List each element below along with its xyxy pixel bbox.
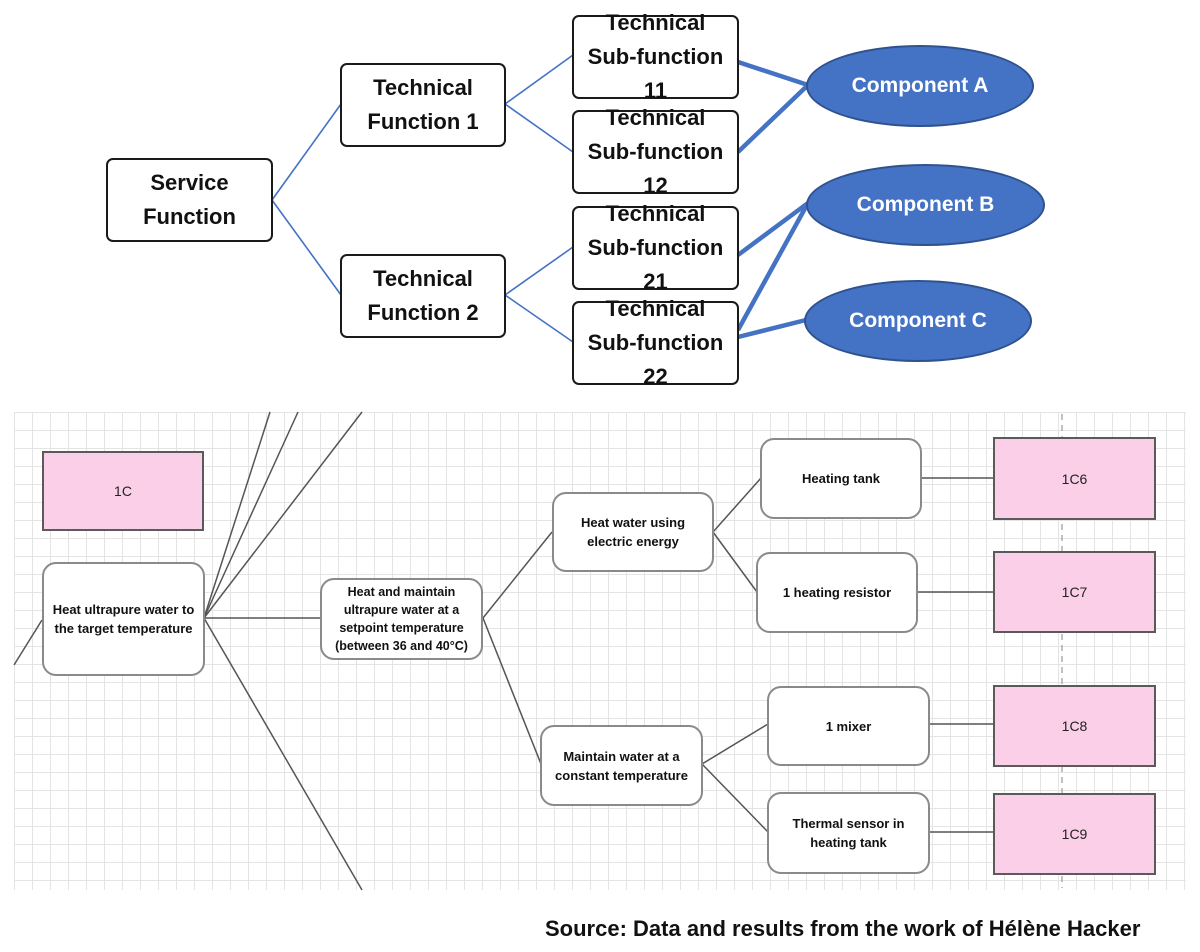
sub-function-maintain-label: Maintain water at a constant temperature [555,748,688,783]
sub-function-12-box: Technical Sub-function 12 [572,105,739,198]
group-1c-box: 1C [42,451,204,531]
code-1c9-label: 1C9 [1061,826,1088,842]
connector-tf2-sub22 [504,294,574,343]
technical-function-2-box: Technical Function 2 [340,254,506,338]
code-1c7-box: 1C7 [993,551,1156,633]
sub-function-maintain-box: Maintain water at a constant temperature [540,725,703,806]
connector-tf1-sub12 [504,103,574,153]
connector-service-tf2 [271,199,342,296]
group-1c-label: 1C [114,483,132,499]
connector-sub11-compA [737,59,809,88]
component-heating-tank-box: Heating tank [760,438,922,519]
service-function-label: Service Function [143,170,236,229]
code-1c7-label: 1C7 [1061,584,1088,600]
technical-function-1-box: Technical Function 1 [340,63,506,147]
connector-tf2-sub21 [504,246,574,296]
connector-sub22-compB [736,201,810,332]
sub-function-22-box: Technical Sub-function 22 [572,296,739,389]
connector-sub21-compB [736,201,810,257]
source-caption: Source: Data and results from the work o… [545,916,1141,941]
component-thermal-sensor-box: Thermal sensor in heating tank [767,792,930,874]
connector-service-tf1 [271,103,342,201]
connector-tf1-sub11 [504,54,574,105]
code-1c8-label: 1C8 [1061,718,1088,734]
connector-sub22-compC [737,317,807,340]
root-function-label: Heat ultrapure water to the target tempe… [52,602,195,636]
sub-function-heat-label: Heat water using electric energy [580,515,686,549]
sub-function-22-label: Technical Sub-function 22 [587,296,724,389]
root-function-box: Heat ultrapure water to the target tempe… [42,562,205,676]
component-c-label: Component C [849,309,987,332]
technical-function-2-label: Technical Function 2 [367,266,479,325]
code-1c9-box: 1C9 [993,793,1156,875]
component-heating-resistor-label: 1 heating resistor [782,585,892,600]
main-function-label: Heat and maintain ultrapure water at a s… [335,585,468,653]
component-thermal-sensor-label: Thermal sensor in heating tank [792,816,905,850]
component-mixer-label: 1 mixer [825,718,872,734]
sub-function-21-label: Technical Sub-function 21 [587,201,724,294]
component-c-ellipse: Component C [804,280,1032,362]
code-1c6-box: 1C6 [993,437,1156,520]
component-b-label: Component B [856,193,995,216]
component-mixer-box: 1 mixer [767,686,930,766]
service-function-box: Service Function [106,158,273,242]
sub-function-heat-box: Heat water using electric energy [552,492,714,572]
technical-function-1-label: Technical Function 1 [367,75,479,134]
main-function-box: Heat and maintain ultrapure water at a s… [320,578,483,660]
component-a-label: Component A [851,74,989,97]
sub-function-11-label: Technical Sub-function 11 [587,10,724,103]
component-a-ellipse: Component A [806,45,1034,127]
connector-sub12-compA [736,83,810,154]
sub-function-21-box: Technical Sub-function 21 [572,201,739,294]
sub-function-11-box: Technical Sub-function 11 [572,10,739,103]
grid-canvas [14,412,1186,890]
component-heating-resistor-box: 1 heating resistor [756,552,918,633]
code-1c8-box: 1C8 [993,685,1156,767]
sub-function-12-label: Technical Sub-function 12 [587,105,724,198]
component-b-ellipse: Component B [806,164,1045,246]
code-1c6-label: 1C6 [1061,470,1088,487]
component-heating-tank-label: Heating tank [801,471,880,486]
